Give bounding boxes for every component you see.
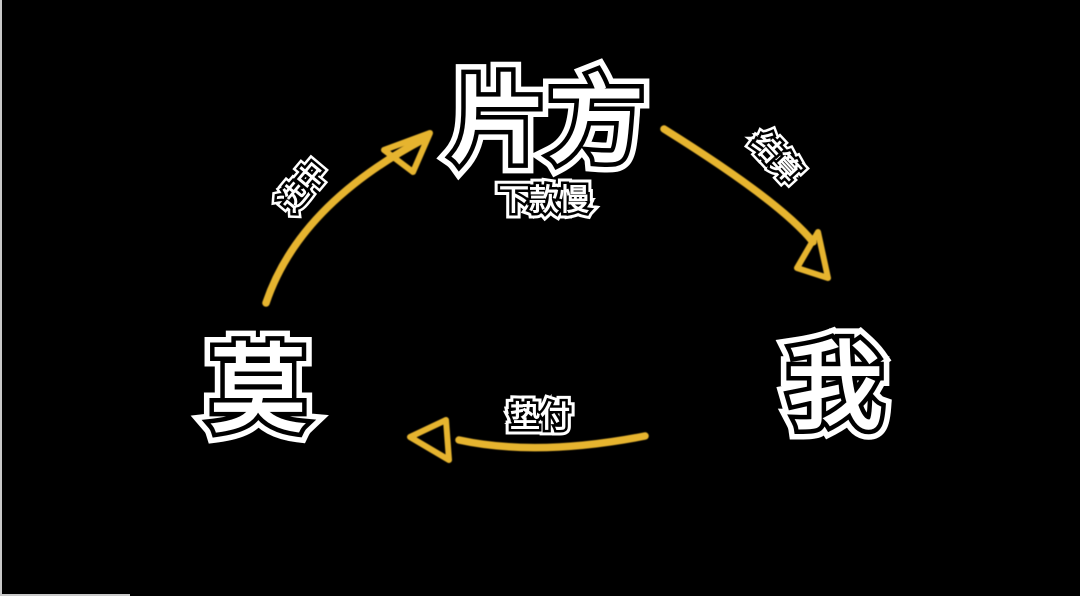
note-stroke: 下款慢 [497,183,592,218]
note-label: 下款慢 [499,184,589,217]
node-left-outline: 莫 [200,333,316,449]
arrowhead-down-right-icon [794,229,831,281]
node-top-stroke: 片方 [446,68,649,175]
node-left-label: 莫 [210,337,308,444]
arrow-top-to-right [660,125,817,246]
bottom-edge-line [0,594,130,596]
node-right-outline: 我 [777,330,893,446]
node-right-label: 我 [787,334,885,441]
arrowhead-up-right-icon [381,130,433,175]
node-top-outline: 片方 [440,64,654,180]
node-top-pianfang: 片方 片方 片方 [440,64,654,180]
arrow-right-to-left [455,432,649,452]
note-outline: 下款慢 [494,180,595,221]
node-top-label: 片方 [450,68,646,175]
node-left-stroke: 莫 [206,337,311,444]
arrowhead-left-icon [407,417,452,463]
edge-label-dianfu-outline: 垫付 [505,397,576,438]
node-left-mo: 莫 莫 莫 [200,333,316,449]
node-right-stroke: 我 [783,334,888,441]
node-right-wo: 我 我 我 [777,330,893,446]
edge-label-dianfu-text: 垫付 [510,401,570,434]
edge-label-dianfu: 垫付 垫付 垫付 [505,397,576,438]
edge-label-dianfu-stroke: 垫付 [508,400,573,435]
left-edge-line [0,0,2,596]
note-xiakuanman: 下款慢 下款慢 下款慢 [494,180,595,221]
